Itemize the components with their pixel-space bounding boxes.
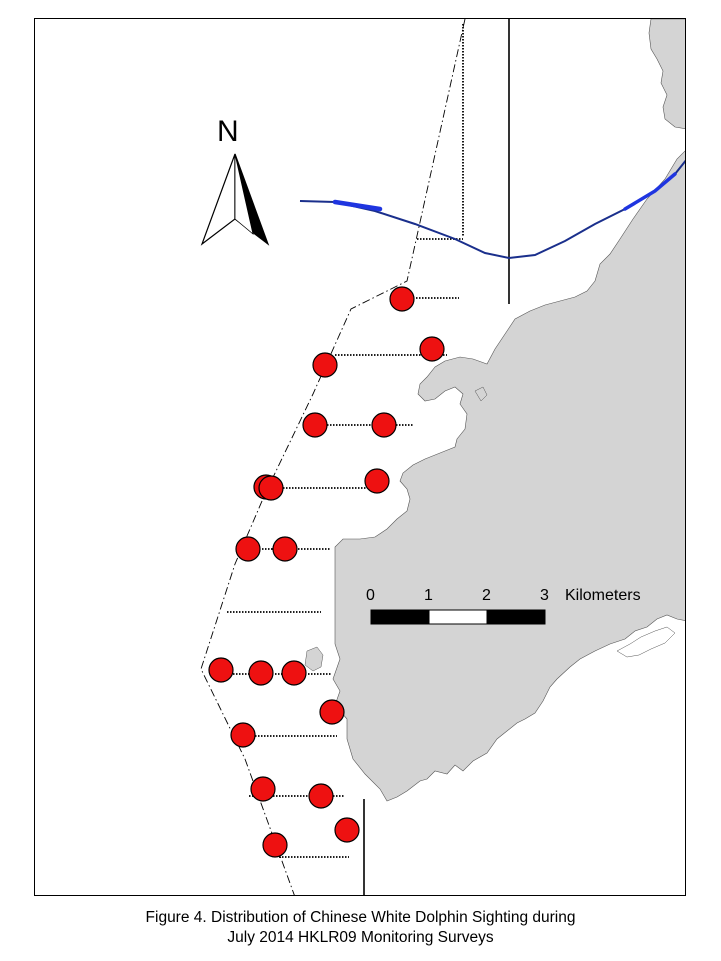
island-small-north <box>474 386 488 402</box>
figure-caption-line1: Figure 4. Distribution of Chinese White … <box>145 909 576 926</box>
sighting-point <box>302 412 328 438</box>
sighting-point <box>250 776 276 802</box>
land-southeast-inlet <box>616 626 676 658</box>
land-main <box>332 150 685 802</box>
map-frame: N 0 1 2 3 Kilometers <box>34 18 686 896</box>
figure-caption-line2: July 2014 HKLR09 Monitoring Surveys <box>227 929 494 946</box>
sighting-point <box>364 468 390 494</box>
scale-tick-1: 1 <box>424 587 433 604</box>
land-layer <box>304 19 685 802</box>
sighting-point <box>208 657 234 683</box>
sighting-point <box>308 783 334 809</box>
scale-unit: Kilometers <box>565 587 641 604</box>
sighting-point <box>319 699 345 725</box>
sighting-point <box>235 536 261 562</box>
sighting-point <box>248 660 274 686</box>
route-highlight <box>332 199 383 212</box>
sighting-point <box>334 817 360 843</box>
sighting-point <box>312 352 338 378</box>
sighting-point <box>258 475 284 501</box>
sighting-point <box>389 286 415 312</box>
sighting-point <box>371 412 397 438</box>
scale-tick-0: 0 <box>366 587 375 604</box>
north-label: N <box>217 115 239 148</box>
north-arrow-icon <box>200 153 270 246</box>
scale-bar <box>370 609 546 625</box>
route-highlight <box>623 172 677 211</box>
sighting-point <box>281 660 307 686</box>
sighting-point <box>272 536 298 562</box>
map-canvas <box>200 19 685 895</box>
sighting-point <box>230 722 256 748</box>
land-northeast <box>648 19 685 129</box>
sightings-layer <box>208 286 445 858</box>
scale-tick-2: 2 <box>482 587 491 604</box>
sighting-point <box>262 832 288 858</box>
island-small-west <box>304 646 324 672</box>
sighting-point <box>419 336 445 362</box>
scale-tick-3: 3 <box>540 587 549 604</box>
